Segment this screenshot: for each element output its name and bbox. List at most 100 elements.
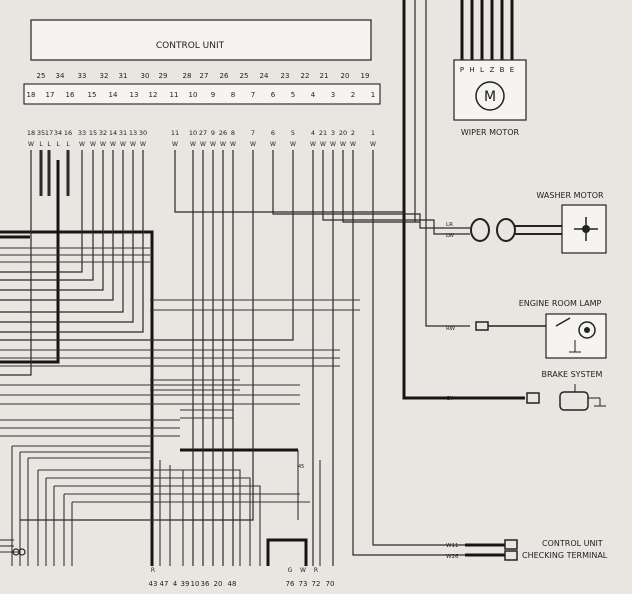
terminal-number: 17 — [45, 129, 53, 137]
top-pin-label: 20 — [341, 72, 350, 80]
wire-code: W — [330, 141, 336, 148]
bottom-terminal-number: 20 — [214, 580, 223, 588]
bottom-pin-label: 10 — [189, 91, 198, 99]
terminal-number: 34 — [54, 129, 62, 137]
wire-32 — [0, 150, 104, 291]
top-pin-label: 33 — [78, 72, 87, 80]
wire-code: W — [130, 141, 136, 148]
terminal-number: 8 — [231, 129, 235, 137]
brake-switch-icon — [559, 391, 589, 411]
engine-room-lamp: ENGINE ROOM LAMP RW — [446, 299, 607, 359]
wire-code: L — [66, 141, 70, 148]
control-unit-title: CONTROL UNIT — [156, 41, 225, 51]
washer-connector-male — [470, 218, 490, 242]
bottom-pin-label: 16 — [66, 91, 75, 99]
checking-terminal-line1: CONTROL UNIT — [542, 539, 603, 548]
bottom-pin-label: 18 — [27, 91, 36, 99]
lamp-connector — [475, 321, 489, 331]
lamp-box — [545, 313, 607, 359]
top-pin-label: 24 — [260, 72, 269, 80]
brake-connector — [526, 392, 540, 404]
top-pin-label: 19 — [361, 72, 370, 80]
wire-code: W — [320, 141, 326, 148]
terminal-number: 13 — [129, 129, 137, 137]
term-w11-code: W11 — [446, 543, 458, 549]
washer-motor-label: WASHER MOTOR — [536, 191, 604, 200]
control-unit-connector — [23, 83, 381, 105]
bottom-pin-label: 17 — [46, 91, 55, 99]
washer-lw-code: LW — [446, 233, 455, 239]
top-pin-label: 23 — [281, 72, 290, 80]
term-w26-code: W26 — [446, 554, 459, 560]
bottom-terminal-number: 4 — [173, 580, 178, 588]
terminal-number: 35 — [37, 129, 45, 137]
wire-31 — [0, 150, 124, 313]
top-pin-label: 22 — [301, 72, 310, 80]
wire-6 — [272, 150, 470, 229]
wire-code: L — [39, 141, 43, 148]
wire-code: W — [190, 141, 196, 148]
lamp-switch-icon — [555, 317, 571, 327]
bottom-terminal-number: 43 — [149, 580, 158, 588]
top-pin-label: 27 — [200, 72, 209, 80]
wiper-pin: B — [500, 66, 505, 74]
washer-lr-code: LR — [446, 222, 453, 228]
wire-2 — [352, 150, 465, 556]
wire-code: W — [270, 141, 276, 148]
top-pin-label: 32 — [100, 72, 109, 80]
terminal-number: 33 — [78, 129, 86, 137]
wire-code: W — [250, 141, 256, 148]
bottom-terminal-number: 36 — [201, 580, 210, 588]
bottom-pin-label: 6 — [271, 91, 276, 99]
bottom-terminal-code: G — [288, 567, 293, 574]
bottom-pin-label: 5 — [291, 91, 295, 99]
bottom-pin-label: 15 — [88, 91, 97, 99]
wire-code: W — [350, 141, 356, 148]
wire-7 — [20, 150, 254, 521]
washer-motor: WASHER MOTOR LR LW — [446, 191, 607, 254]
bottom-terminal-number: 76 — [286, 580, 295, 588]
terminal-number: 7 — [251, 129, 255, 137]
terminal-number: 2 — [351, 129, 355, 137]
terminal-number: 32 — [99, 129, 107, 137]
wire-code: W — [28, 141, 34, 148]
brake-feed-wire — [402, 0, 525, 400]
bottom-pin-label: 1 — [371, 91, 375, 99]
terminal-number: 30 — [139, 129, 147, 137]
lamp-feed-wire — [425, 0, 470, 327]
main-harness-lines — [0, 0, 525, 566]
terminal-number: 20 — [339, 129, 347, 137]
wire-20 — [342, 150, 420, 223]
engine-room-lamp-label: ENGINE ROOM LAMP — [519, 299, 602, 308]
bottom-terminal-number: 10 — [191, 580, 200, 588]
bottom-pin-label: 11 — [170, 91, 179, 99]
bottom-pin-label: 8 — [231, 91, 235, 99]
terminal-number: 14 — [109, 129, 117, 137]
terminal-number: 4 — [311, 129, 315, 137]
wire-code: W — [220, 141, 226, 148]
wire-14 — [0, 150, 114, 301]
wire-15 — [0, 150, 94, 281]
terminal-number: 18 — [27, 129, 35, 137]
wire-code: L — [47, 141, 51, 148]
wire-13 — [0, 150, 134, 323]
mid-mark: 45 — [298, 464, 304, 470]
terminal-number: 26 — [219, 129, 227, 137]
bottom-loop-wire — [266, 538, 308, 566]
brake-system-label: BRAKE SYSTEM — [542, 370, 603, 379]
terminal-number: 1 — [371, 129, 375, 137]
wiper-pin: P — [460, 66, 464, 74]
wire-code: W — [370, 141, 376, 148]
bottom-pin-label: 9 — [211, 91, 215, 99]
bottom-terminal-number: 47 — [160, 580, 169, 588]
bottom-pin-label: 4 — [311, 91, 316, 99]
top-pin-label: 31 — [119, 72, 128, 80]
top-pin-label: 25 — [37, 72, 46, 80]
wire-code: W — [90, 141, 96, 148]
checking-terminal-line2: CHECKING TERMINAL — [522, 551, 608, 560]
brake-system: BRAKE SYSTEM GY — [446, 370, 606, 411]
